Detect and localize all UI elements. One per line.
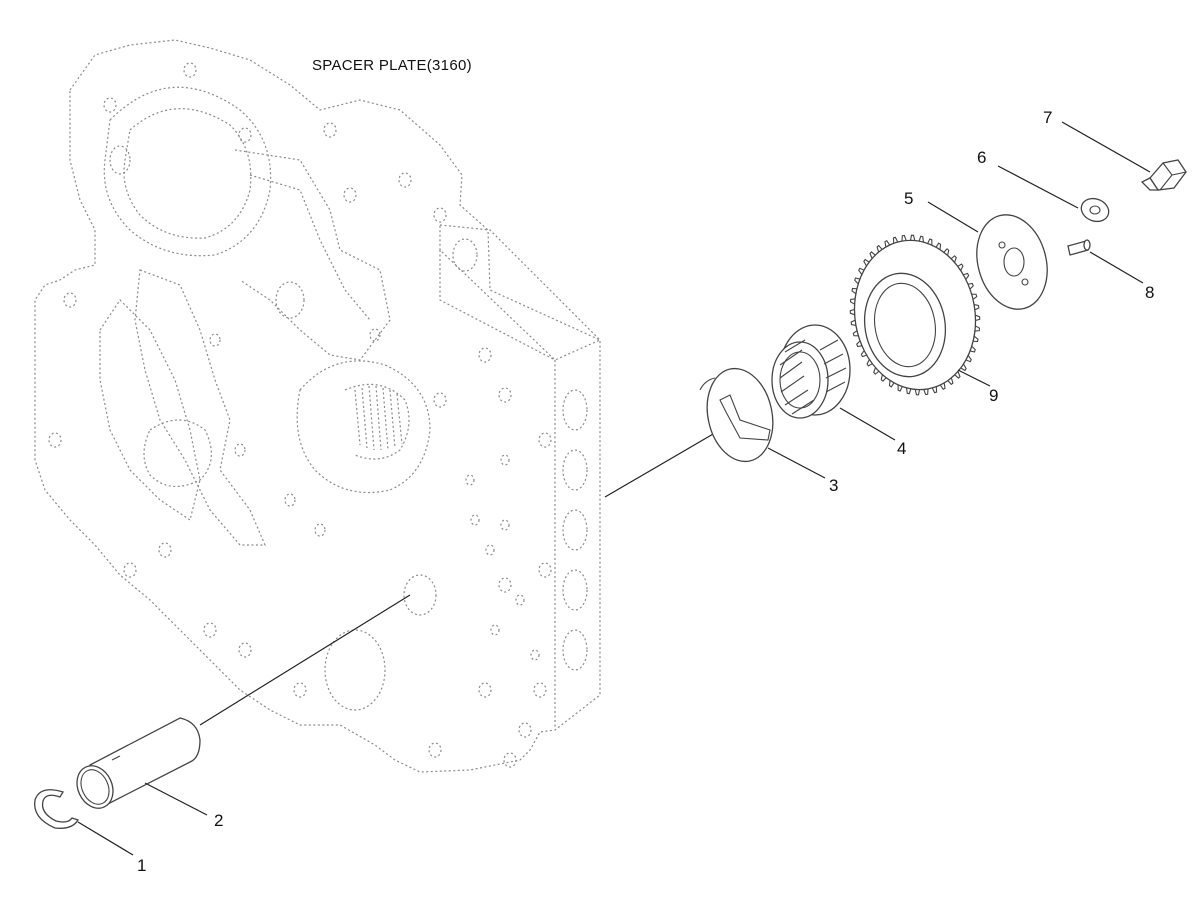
gear-tooth — [909, 234, 916, 241]
gear-tooth — [957, 263, 964, 271]
gear-tooth — [954, 371, 961, 379]
gear-tooth — [963, 272, 970, 280]
callout-7: 7 — [1043, 108, 1052, 127]
gear-tooth — [869, 251, 876, 259]
callout-2: 2 — [214, 811, 223, 830]
gear-tooth — [960, 363, 967, 372]
gear-tooth — [849, 298, 856, 305]
housing-assembly — [34, 39, 602, 773]
callout-leaders — [77, 121, 1151, 856]
bolt — [1140, 159, 1187, 191]
gear-tooth — [971, 293, 978, 300]
gear-tooth — [935, 242, 942, 250]
side-ports — [109, 145, 588, 671]
housing-upper-bore — [103, 86, 272, 257]
gear-tooth — [856, 340, 863, 348]
gear-tooth — [892, 236, 899, 244]
gear-tooth — [866, 359, 873, 367]
spline-teeth — [354, 385, 403, 451]
callout-6: 6 — [977, 148, 986, 167]
gear-tooth — [923, 388, 929, 396]
gear-tooth — [873, 367, 880, 375]
gear-tooth — [939, 382, 946, 391]
gear-tooth — [918, 235, 924, 243]
pin-axis-line — [199, 594, 411, 726]
idler-gear — [849, 234, 981, 396]
callout-5: 5 — [904, 189, 913, 208]
gear-tooth — [927, 238, 933, 246]
gear-teeth — [849, 234, 981, 396]
thrust-washer — [699, 367, 774, 463]
gear-tooth — [973, 335, 979, 343]
diagram-title: SPACER PLATE(3160) — [312, 57, 472, 74]
gear-tooth — [860, 350, 867, 358]
bolt-holes — [48, 62, 552, 768]
housing-outline — [34, 39, 601, 773]
callout-8: 8 — [1145, 283, 1154, 302]
callout-9: 9 — [989, 386, 998, 405]
gear-tooth — [851, 287, 857, 295]
pin — [76, 717, 201, 809]
gear-tooth — [863, 258, 870, 267]
gear-tooth — [931, 386, 938, 394]
gear-tooth — [849, 308, 855, 316]
gear-tooth — [947, 377, 954, 386]
housing-center-bore — [296, 360, 431, 494]
shaft-axis-line — [604, 429, 721, 498]
gear-tooth — [880, 374, 887, 382]
gear-tooth — [888, 380, 895, 388]
gear-tooth — [901, 234, 907, 242]
gear-tooth — [950, 255, 957, 263]
gear-tooth — [852, 330, 859, 337]
gear-tooth — [943, 248, 950, 256]
gear-tooth — [967, 282, 974, 290]
gear-tooth — [854, 277, 861, 285]
gear-tooth — [906, 387, 912, 395]
gear-tooth — [884, 239, 891, 248]
needle-bearing — [771, 324, 851, 419]
retainer-plate — [976, 214, 1048, 310]
gear-tooth — [973, 304, 980, 311]
gear-tooth — [914, 389, 921, 396]
gear-tooth — [876, 244, 883, 253]
gear-tooth — [969, 345, 976, 353]
gear-tooth — [974, 325, 981, 332]
snap-ring — [34, 789, 79, 829]
gear-tooth — [965, 355, 972, 363]
callout-4: 4 — [897, 439, 906, 458]
callout-3: 3 — [829, 476, 838, 495]
gear-tooth — [858, 267, 865, 275]
gear-tooth — [975, 314, 981, 322]
callout-1: 1 — [137, 856, 146, 875]
spacer-plate-block — [439, 224, 602, 361]
gear-tooth — [897, 384, 903, 392]
washer — [1080, 197, 1110, 223]
gear-tooth — [850, 319, 857, 326]
callout-labels: 1 2 3 4 5 6 7 8 9 — [137, 108, 1154, 875]
dowel-pin — [1067, 239, 1091, 256]
